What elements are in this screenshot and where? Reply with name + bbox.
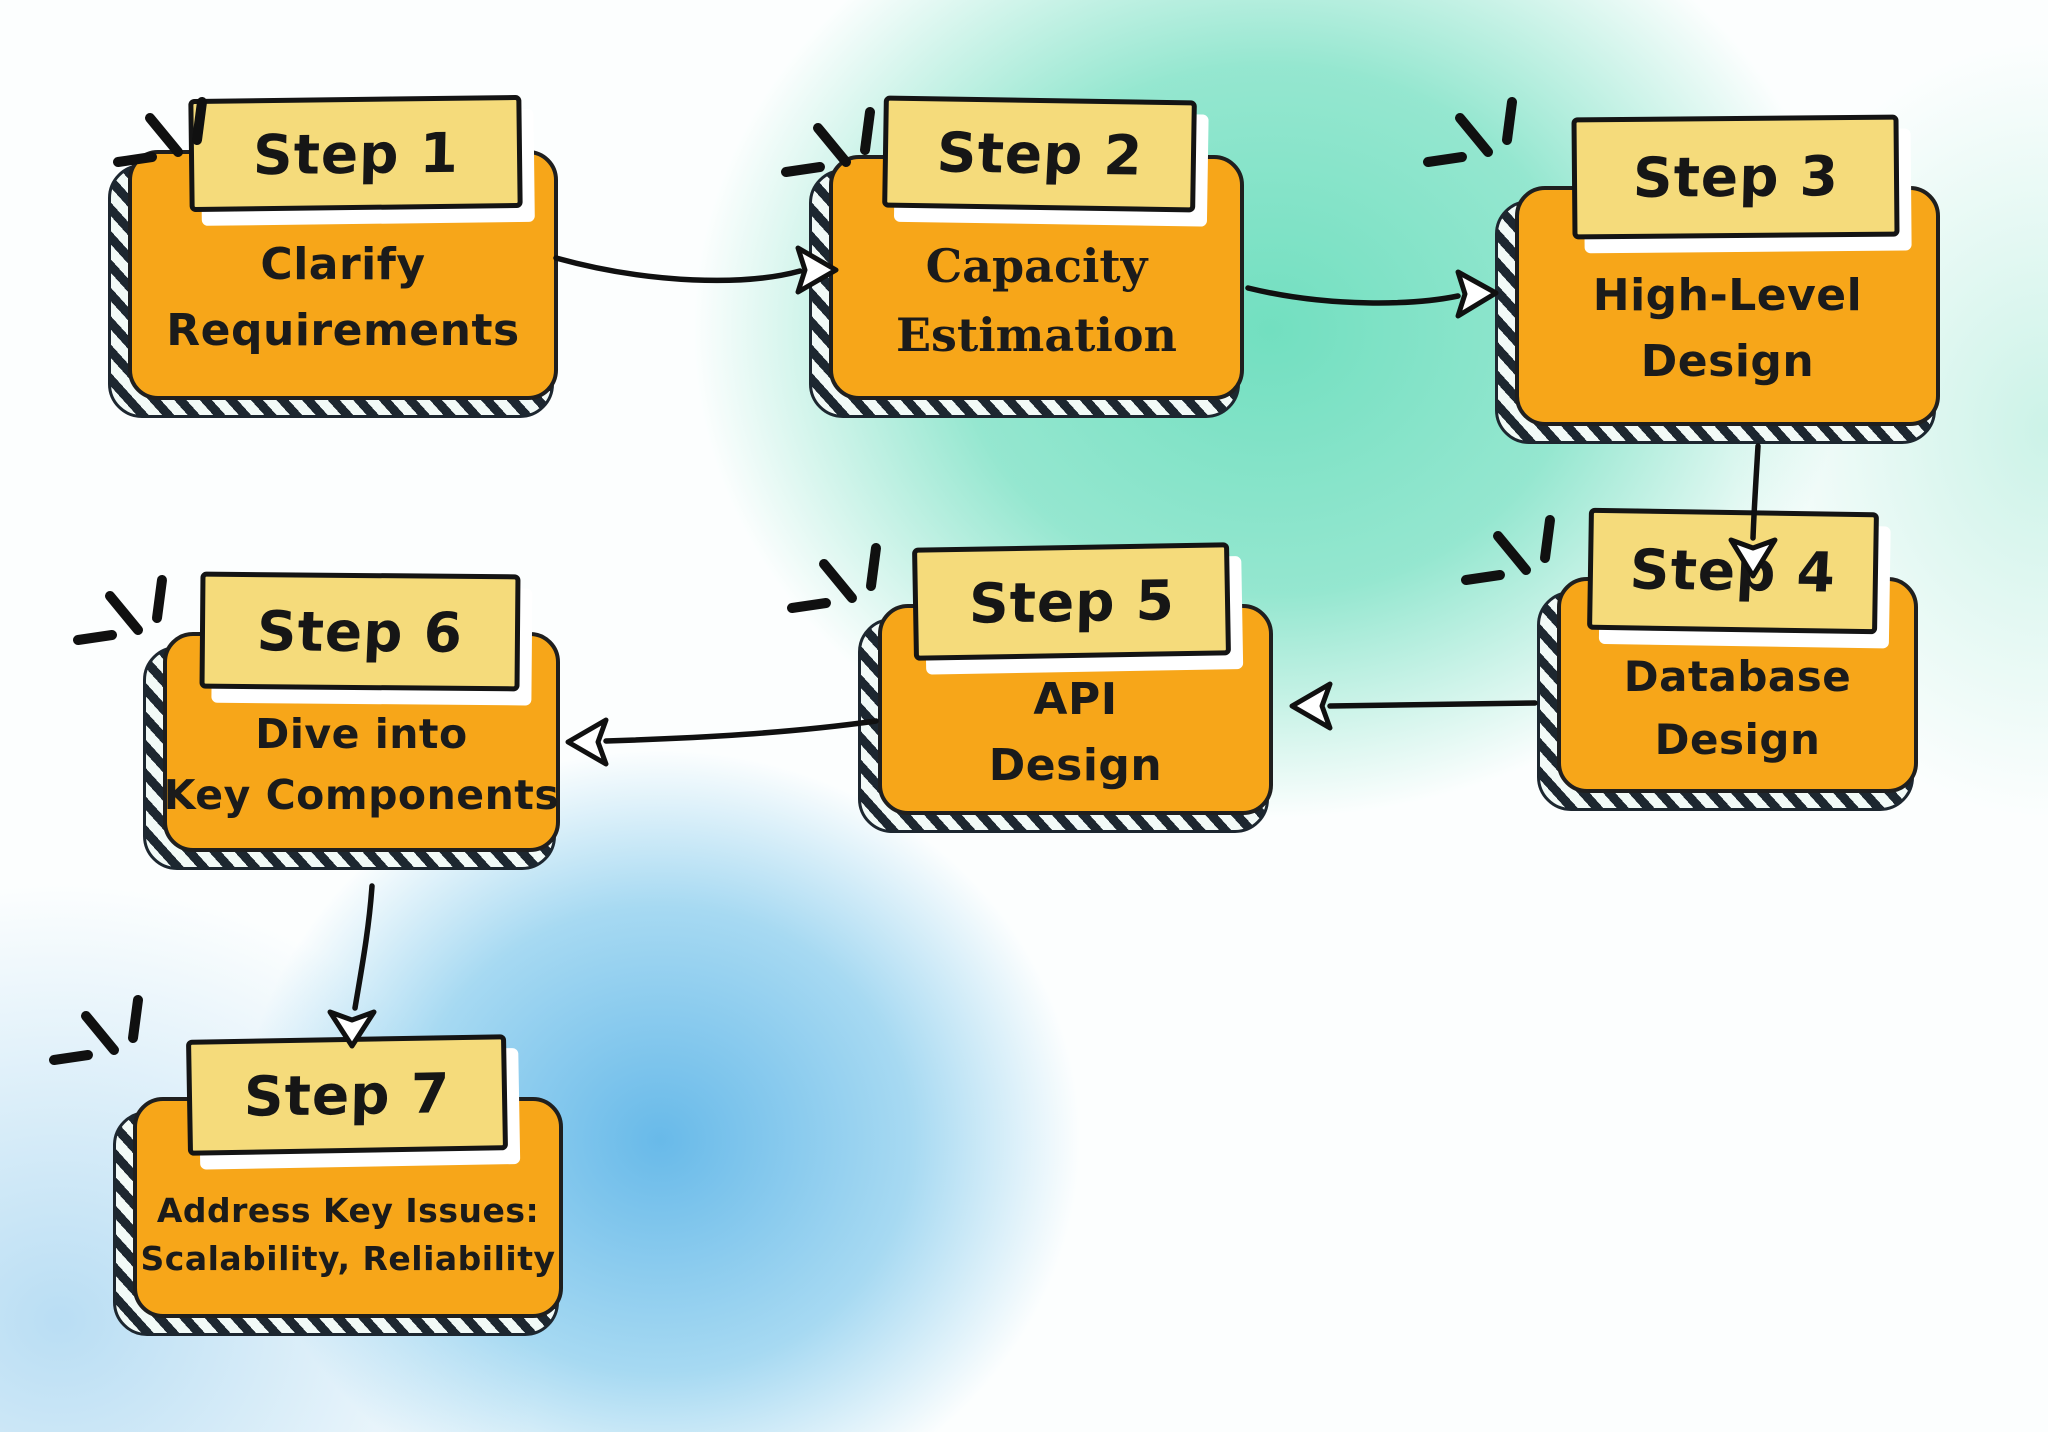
- step-card-1: Clarify Requirements Step 1: [108, 94, 558, 418]
- step-card-4: Database Design Step 4: [1537, 507, 1918, 811]
- arrow-step4-step5: [1289, 681, 1538, 731]
- step-label: Step 3: [1631, 144, 1840, 210]
- arrowhead: [565, 717, 609, 767]
- step-banner: Step 5: [912, 542, 1231, 661]
- step-banner: Step 2: [882, 95, 1197, 213]
- step-body-line: Scalability, Reliability: [140, 1238, 556, 1278]
- step-body-line: Capacity: [925, 238, 1148, 293]
- step-card-7: Address Key Issues: Scalability, Reliabi…: [113, 1034, 563, 1336]
- step-label: Step 4: [1628, 537, 1838, 605]
- arrow-step1-step2: [553, 245, 839, 295]
- step-card-5: API Design Step 5: [858, 542, 1273, 833]
- arrow-step6-step7: [327, 883, 377, 1049]
- step-banner: Step 1: [188, 94, 523, 213]
- step-body-line: Clarify: [260, 239, 426, 290]
- step-body-line: Estimation: [895, 307, 1177, 362]
- step-card-3: High-Level Design Step 3: [1495, 114, 1940, 444]
- step-label: Step 2: [934, 120, 1145, 188]
- sparkle-icon: [792, 548, 876, 608]
- step-body-line: API: [1033, 673, 1118, 725]
- step-label: Step 7: [243, 1061, 451, 1129]
- step-body-line: Database: [1623, 652, 1852, 701]
- step-body-line: High-Level: [1592, 270, 1863, 321]
- sparkle-icon: [1428, 102, 1512, 162]
- step-body-line: Design: [1640, 336, 1815, 387]
- step-body-line: Design: [988, 739, 1163, 791]
- step-banner: Step 6: [199, 571, 521, 692]
- step-label: Step 6: [255, 598, 465, 665]
- step-body-line: Address Key Issues:: [156, 1190, 540, 1230]
- step-body-line: Design: [1654, 715, 1821, 764]
- step-card-2: Capacity Estimation Step 2: [809, 95, 1244, 418]
- step-banner: Step 7: [186, 1034, 508, 1156]
- step-body-line: Dive into: [255, 709, 468, 758]
- arrow-step5-step6: [565, 717, 879, 767]
- step-label: Step 1: [251, 120, 460, 187]
- sparkle-icon: [54, 1000, 138, 1060]
- step-banner: Step 3: [1571, 114, 1900, 240]
- step-card-6: Dive into Key Components Step 6: [143, 571, 560, 870]
- step-banner: Step 4: [1587, 507, 1879, 635]
- step-label: Step 5: [967, 567, 1176, 636]
- arrowhead: [1455, 269, 1499, 319]
- step-body-line: Requirements: [166, 305, 520, 356]
- step-body-line: Key Components: [163, 771, 560, 819]
- arrow-step2-step3: [1245, 269, 1499, 319]
- arrowhead: [1289, 681, 1333, 731]
- sparkle-icon: [1466, 520, 1550, 580]
- sparkle-icon: [78, 580, 162, 640]
